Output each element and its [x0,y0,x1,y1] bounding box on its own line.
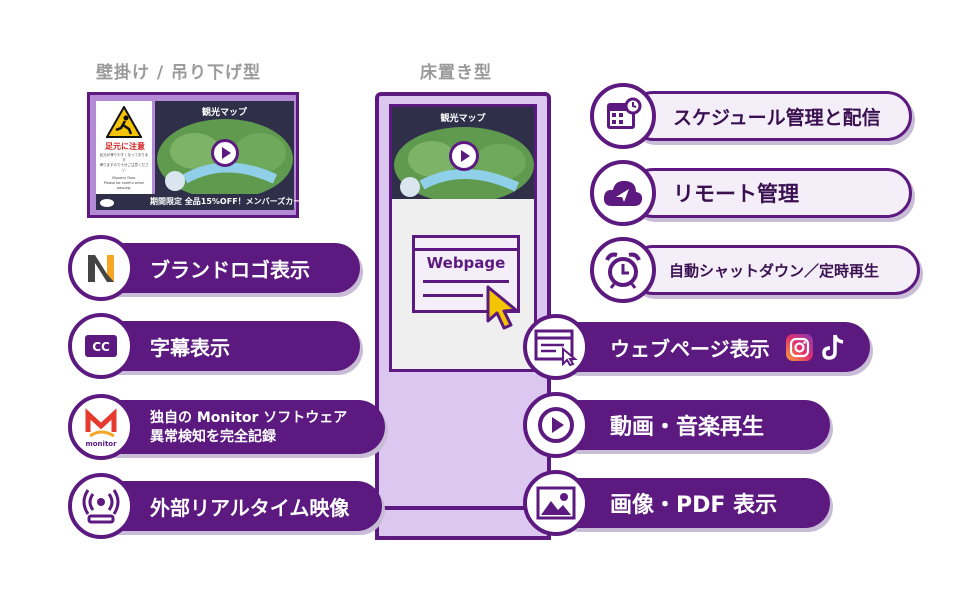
svg-text:CC: CC [92,340,110,354]
feature-image-pdf: 画像・PDF 表示 [552,478,830,528]
feature-live-stream: 外部リアルタイム映像 [88,481,382,531]
kiosk-webpage-window: Webpage [412,235,520,313]
instagram-icon [786,334,813,361]
monitor-logo-text: monitor [85,440,117,448]
wall-map-title: 観光マップ [201,108,247,118]
wall-map: 観光マップ [155,101,294,194]
image-icon [523,470,589,536]
caution-slip-icon [106,106,142,138]
feature-label-line2: 異常検知を完全記録 [150,429,276,445]
feature-webpage: ウェブページ表示 [552,322,870,372]
play-icon [523,392,589,458]
feature-label: ブランドロゴ表示 [150,257,310,282]
caution-text-2: 滑りますので十分ご注意ください [99,163,149,172]
caution-text-1: 足元が滑りやすくなっております [99,153,149,162]
kiosk-play-button[interactable] [449,141,479,171]
caution-sign: 足元に注意 足元が滑りやすくなっております 滑りますので十分ご注意ください Sl… [96,101,152,194]
play-icon [461,150,470,162]
caution-text-en-1: Slippery floor. [111,176,137,180]
feature-label: 字幕表示 [150,335,230,360]
feature-label: 自動シャットダウン／定時再生 [669,261,880,280]
feature-video-music: 動画・音楽再生 [552,400,830,450]
wall-ticker-text: 期間限定 全品15%OFF！メンバーズカー [150,197,302,206]
kiosk-screen: 観光マップ Webpage [389,104,537,372]
feature-label: ウェブページ表示 [610,336,770,361]
feature-label: スケジュール管理と配信 [673,106,881,129]
kiosk-base [375,506,551,544]
feature-schedule: スケジュール管理と配信 [628,91,912,141]
feature-label: リモート管理 [673,182,799,206]
caution-text-en-2: Please be careful when passing. [103,181,145,190]
wall-play-button[interactable] [211,139,239,167]
brand-logo-icon [68,235,134,301]
feature-label: 外部リアルタイム映像 [150,495,350,520]
cloud-icon [100,199,114,207]
alarm-clock-icon [590,237,656,303]
kiosk-map: 観光マップ [392,107,534,199]
feature-remote: リモート管理 [628,168,912,218]
live-stream-icon [68,473,134,539]
kiosk-map-title: 観光マップ [440,114,486,124]
tiktok-icon [822,334,844,360]
feature-label-line1: 独自の Monitor ソフトウェア [150,410,348,426]
floor-stand-caption: 床置き型 [420,63,492,83]
wall-ticker-bar: 期間限定 全品15%OFF！メンバーズカー [96,194,301,210]
calendar-icon [590,83,656,149]
cloud-send-icon [590,160,656,226]
monitor-logo-icon: monitor [68,394,134,460]
browser-icon [523,314,589,380]
feature-label: 動画・音楽再生 [610,415,765,440]
feature-label: 画像・PDF 表示 [610,493,778,518]
floor-kiosk: 観光マップ Webpage [375,92,551,540]
wall-display: 足元に注意 足元が滑りやすくなっております 滑りますので十分ご注意ください Sl… [87,92,301,218]
caution-title: 足元に注意 [105,142,145,151]
cursor-icon [486,285,518,330]
wall-mount-caption: 壁掛け / 吊り下げ型 [96,63,262,83]
feature-monitor-software: 独自の Monitor ソフトウェア 異常検知を完全記録 [88,400,385,454]
play-icon [222,147,231,159]
webpage-label: Webpage [426,254,506,272]
cc-icon: CC [68,313,134,379]
feature-auto-shutdown: 自動シャットダウン／定時再生 [628,245,920,295]
